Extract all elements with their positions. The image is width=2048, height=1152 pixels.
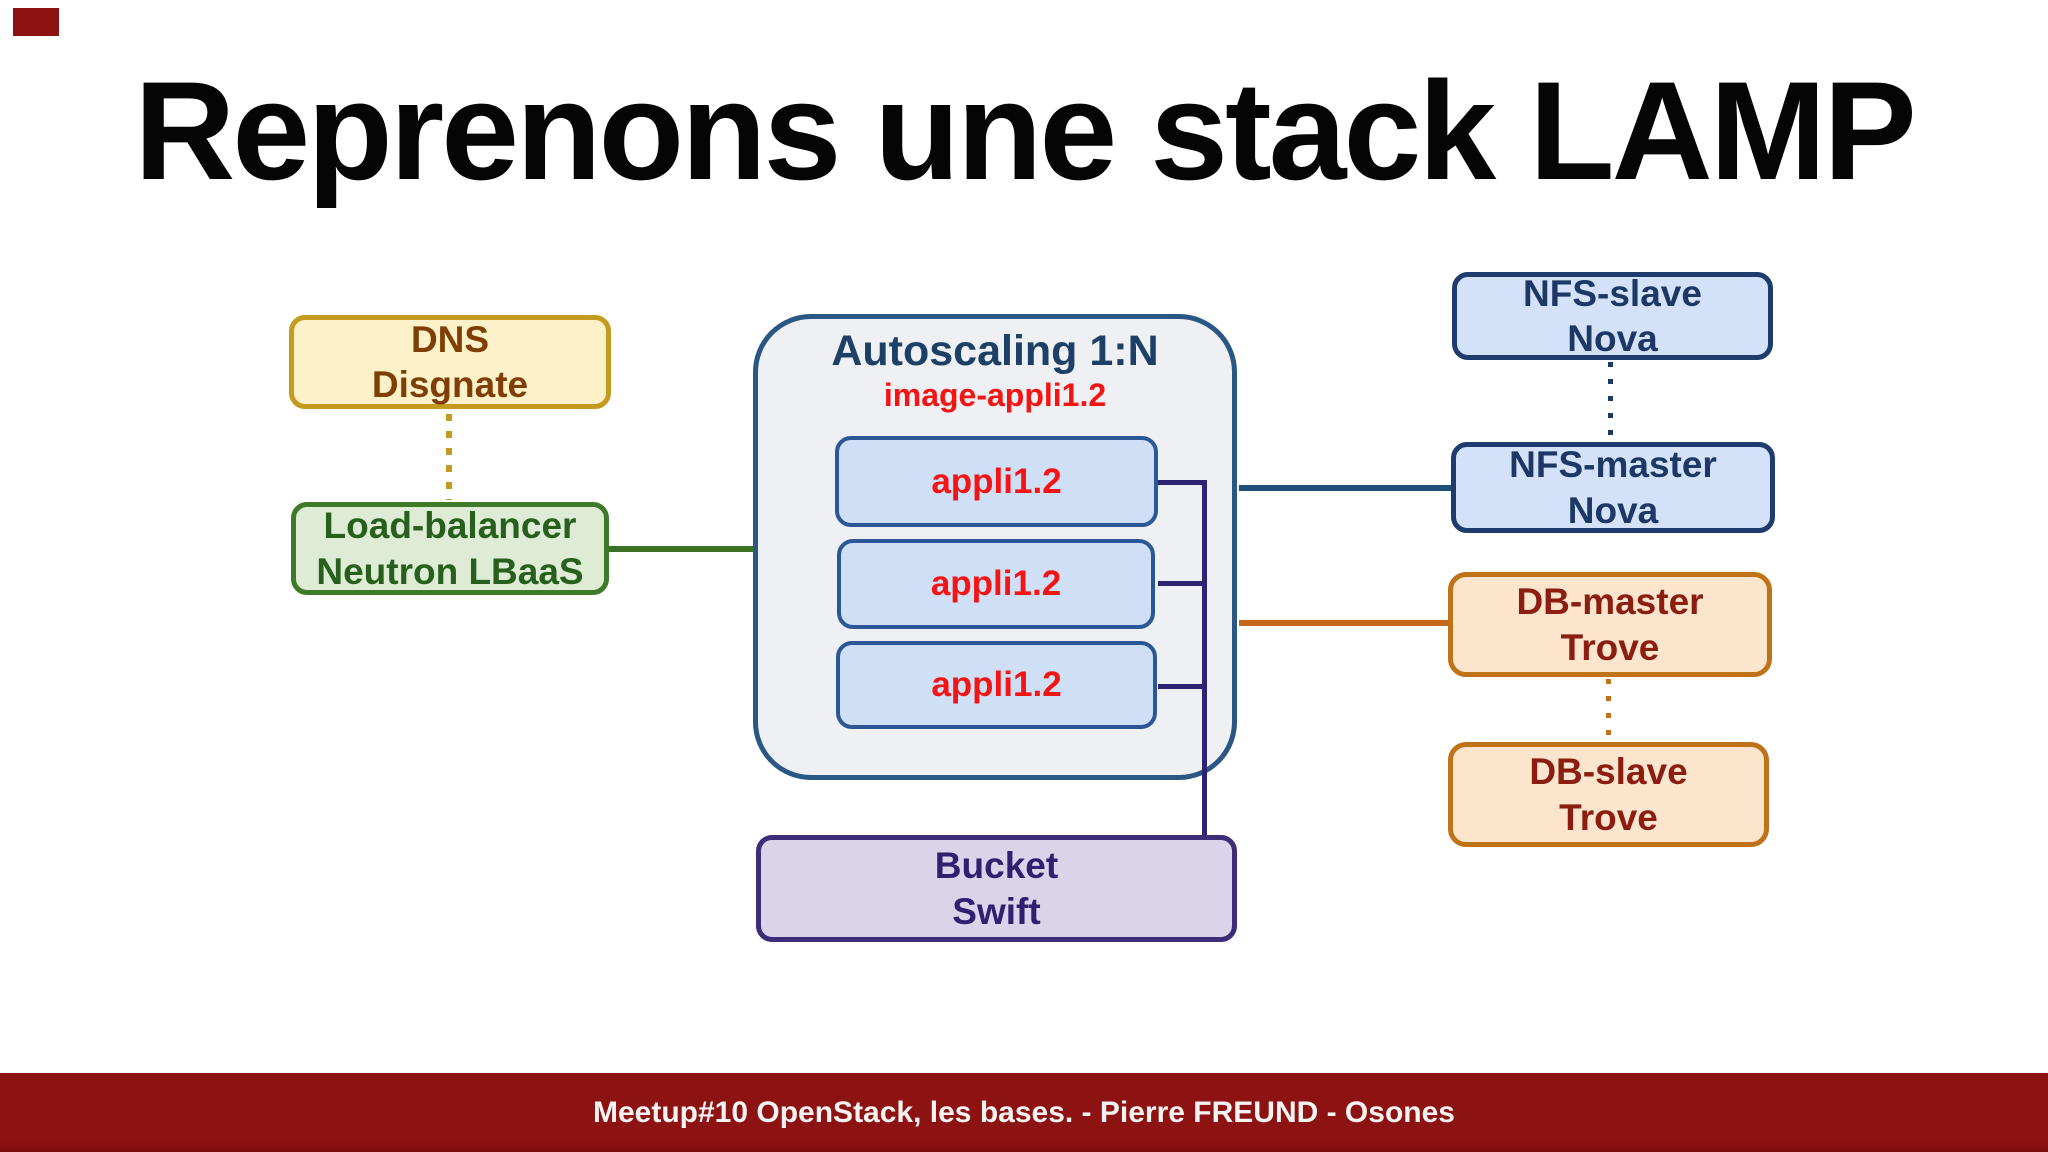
cluster-db-connector [1239, 620, 1450, 626]
dns-node: DNS Disgnate [289, 315, 611, 409]
appli-bucket-connector [1202, 480, 1207, 838]
appli-2-connector-stub [1158, 581, 1206, 586]
red-corner-mark [13, 8, 59, 36]
footer-text: Meetup#10 OpenStack, les bases. - Pierre… [593, 1095, 1455, 1129]
load-balancer-node-name: Load-balancer [323, 505, 577, 547]
db-master-node-name: DB-master [1516, 581, 1704, 623]
nfs-dotted-connector [1608, 362, 1613, 440]
db-slave-node-service: Trove [1559, 796, 1658, 838]
appli-instance-2: appli1.2 [837, 539, 1155, 629]
lb-cluster-connector [609, 546, 755, 552]
nfs-slave-node: NFS-slave Nova [1452, 272, 1773, 360]
nfs-slave-node-service: Nova [1567, 318, 1658, 359]
db-master-node-service: Trove [1560, 626, 1660, 668]
load-balancer-node-service: Neutron LBaaS [316, 550, 584, 592]
nfs-master-node: NFS-master Nova [1451, 442, 1775, 533]
bucket-node: Bucket Swift [756, 835, 1237, 942]
nfs-master-node-name: NFS-master [1509, 444, 1717, 486]
db-slave-node: DB-slave Trove [1448, 742, 1769, 847]
bucket-node-service: Swift [952, 890, 1041, 932]
cluster-nfs-connector [1239, 485, 1453, 491]
dns-node-service: Disgnate [371, 364, 529, 405]
appli-3-connector-stub [1158, 684, 1206, 689]
appli-instance-3: appli1.2 [836, 641, 1157, 729]
db-slave-node-name: DB-slave [1529, 751, 1688, 793]
autoscaling-image-label: image-appli1.2 [883, 377, 1107, 414]
dns-node-name: DNS [410, 318, 490, 360]
load-balancer-node: Load-balancer Neutron LBaaS [291, 502, 609, 595]
slide-title: Reprenons une stack LAMP [134, 52, 1917, 209]
bucket-node-name: Bucket [934, 845, 1059, 887]
db-dotted-connector [1606, 679, 1611, 741]
appli-1-connector-stub [1158, 480, 1206, 485]
footer-bar: Meetup#10 OpenStack, les bases. - Pierre… [0, 1073, 2048, 1152]
nfs-master-node-service: Nova [1567, 489, 1659, 531]
appli-instance-1: appli1.2 [835, 436, 1158, 527]
dns-lb-dotted-connector [446, 414, 452, 500]
autoscaling-cluster-title: Autoscaling 1:N [831, 327, 1159, 375]
db-master-node: DB-master Trove [1448, 572, 1772, 677]
nfs-slave-node-name: NFS-slave [1523, 272, 1702, 314]
